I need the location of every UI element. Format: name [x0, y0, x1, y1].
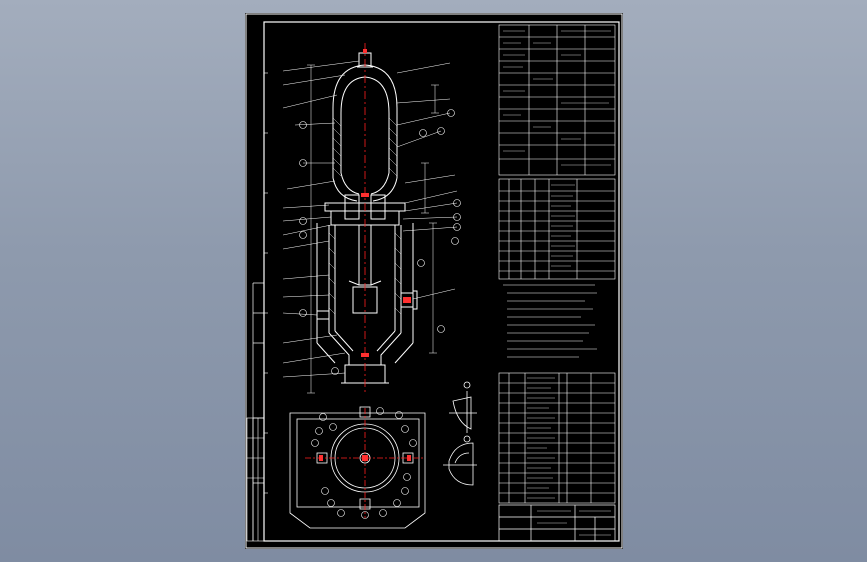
vessel-drawing — [245, 13, 623, 549]
nozzle-table — [498, 178, 616, 280]
dimension-lines — [307, 64, 439, 394]
technical-table-scribbles — [503, 30, 611, 166]
left-leaders — [282, 60, 360, 378]
plan-balloons — [311, 407, 417, 519]
technical-notes — [503, 284, 597, 358]
left-balloons — [299, 121, 339, 375]
right-leaders — [396, 62, 458, 300]
refractory-hatch — [328, 117, 402, 315]
parts-list-scribbles — [527, 377, 555, 499]
plan-view — [289, 406, 426, 529]
drawing-sheet[interactable] — [245, 13, 623, 549]
zone-ticks — [264, 72, 268, 494]
nozzle-table-scribbles — [551, 184, 575, 267]
binding-strip — [252, 282, 264, 541]
right-balloons — [417, 109, 461, 333]
title-block-scribbles — [537, 510, 611, 536]
technical-table — [498, 24, 616, 176]
outer-frame — [245, 13, 623, 549]
red-highlights — [361, 49, 411, 357]
title-block — [498, 504, 616, 542]
plan-red-marks — [319, 455, 411, 461]
parts-list — [498, 372, 616, 504]
inner-frame — [263, 21, 620, 542]
detail-view-a — [449, 381, 477, 443]
left-stamp-box — [246, 417, 265, 542]
detail-view-b — [443, 442, 477, 486]
